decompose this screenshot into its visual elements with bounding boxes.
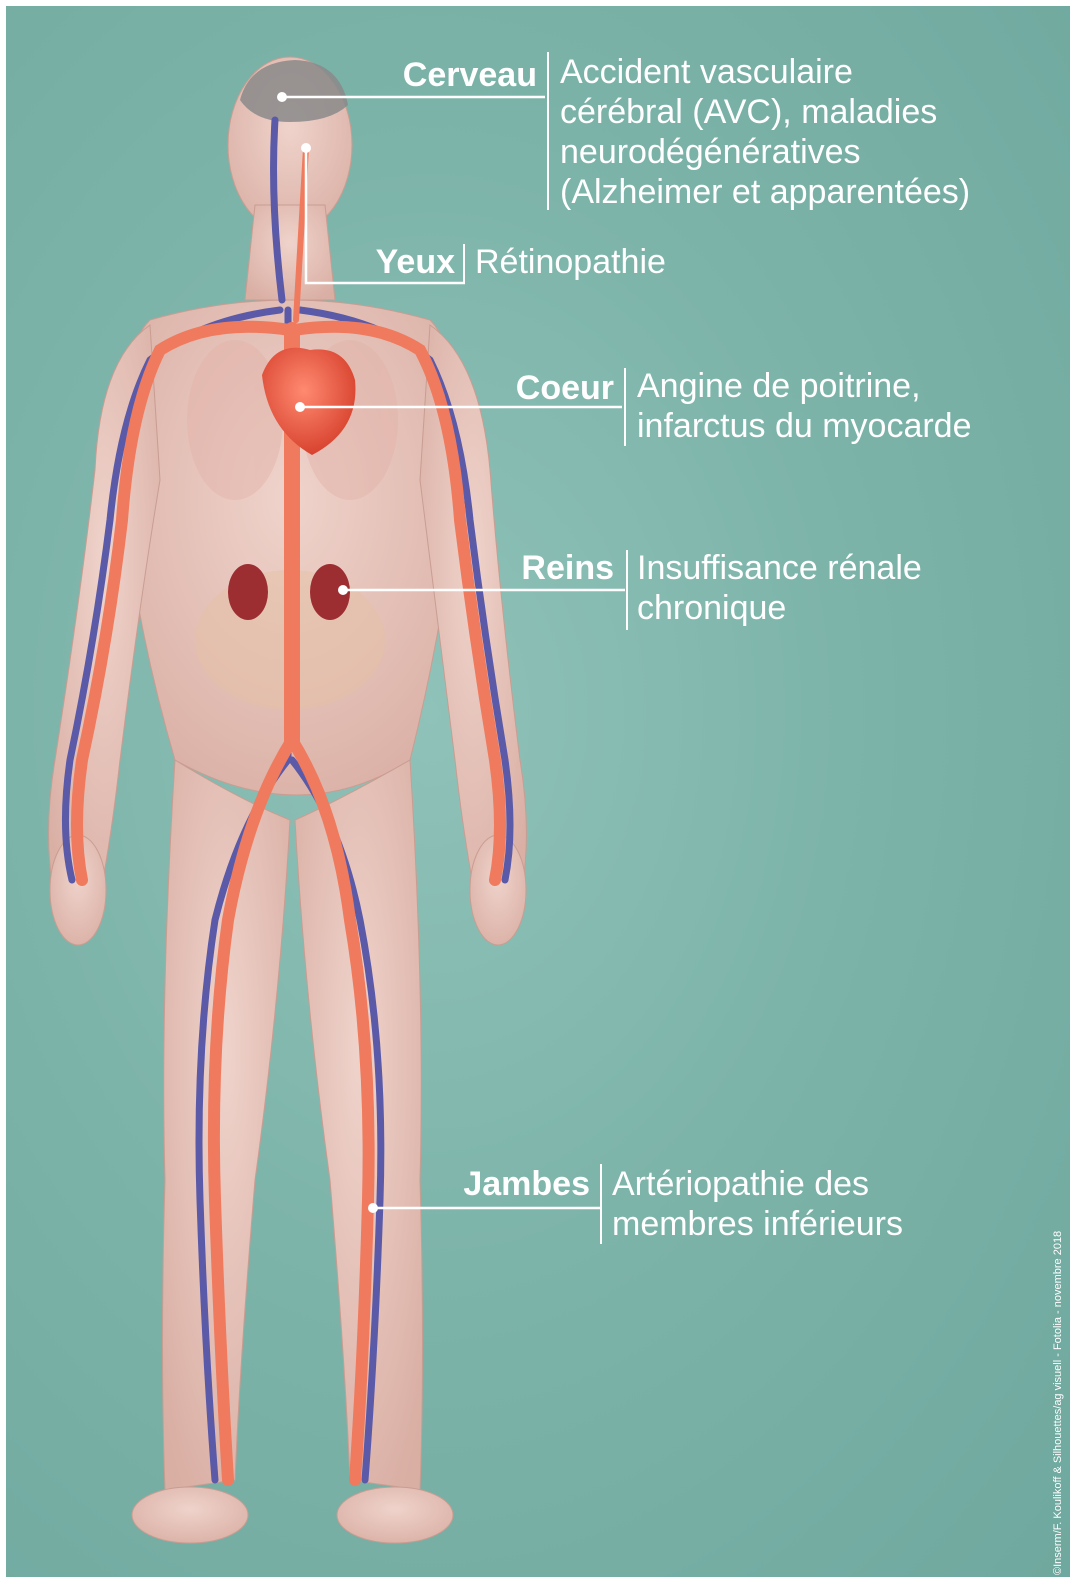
dot-cerveau [277, 92, 287, 102]
divider-yeux [463, 244, 465, 284]
organ-label-coeur: Coeur [470, 368, 614, 408]
organ-label-reins: Reins [470, 548, 614, 588]
description-line: cérébral (AVC), maladies [560, 92, 970, 132]
divider-reins [626, 550, 628, 630]
organ-label-jambes: Jambes [420, 1164, 590, 1204]
description-line: Artériopathie des [612, 1164, 903, 1204]
description-line: Angine de poitrine, [637, 366, 972, 406]
dot-reins [338, 585, 348, 595]
divider-cerveau [547, 52, 549, 210]
foot-right-side [132, 1487, 248, 1543]
image-credit: ©Inserm/F. Koulikoff & Silhouettes/ag vi… [1052, 1231, 1064, 1575]
description-coeur: Angine de poitrine, infarctus du myocard… [637, 366, 972, 446]
dot-yeux [301, 143, 311, 153]
description-line: neurodégénératives [560, 132, 970, 172]
organ-label-yeux: Yeux [340, 242, 455, 282]
dot-jambes [368, 1203, 378, 1213]
description-reins: Insuffisance rénale chronique [637, 548, 922, 628]
organ-label-cerveau: Cerveau [360, 55, 537, 95]
divider-jambes [600, 1164, 602, 1244]
description-line: membres inférieurs [612, 1204, 903, 1244]
brain [240, 60, 348, 122]
kidney-right-side [228, 564, 268, 620]
description-line: (Alzheimer et apparentées) [560, 172, 970, 212]
neck [245, 205, 335, 300]
description-line: Insuffisance rénale [637, 548, 922, 588]
description-line: chronique [637, 588, 922, 628]
foot-left-side [337, 1487, 453, 1543]
description-line: infarctus du myocarde [637, 406, 972, 446]
description-jambes: Artériopathie des membres inférieurs [612, 1164, 903, 1244]
description-cerveau: Accident vasculaire cérébral (AVC), mala… [560, 52, 970, 212]
description-line: Rétinopathie [475, 242, 666, 282]
description-yeux: Rétinopathie [475, 242, 666, 282]
dot-coeur [295, 402, 305, 412]
description-line: Accident vasculaire [560, 52, 970, 92]
divider-coeur [624, 368, 626, 446]
